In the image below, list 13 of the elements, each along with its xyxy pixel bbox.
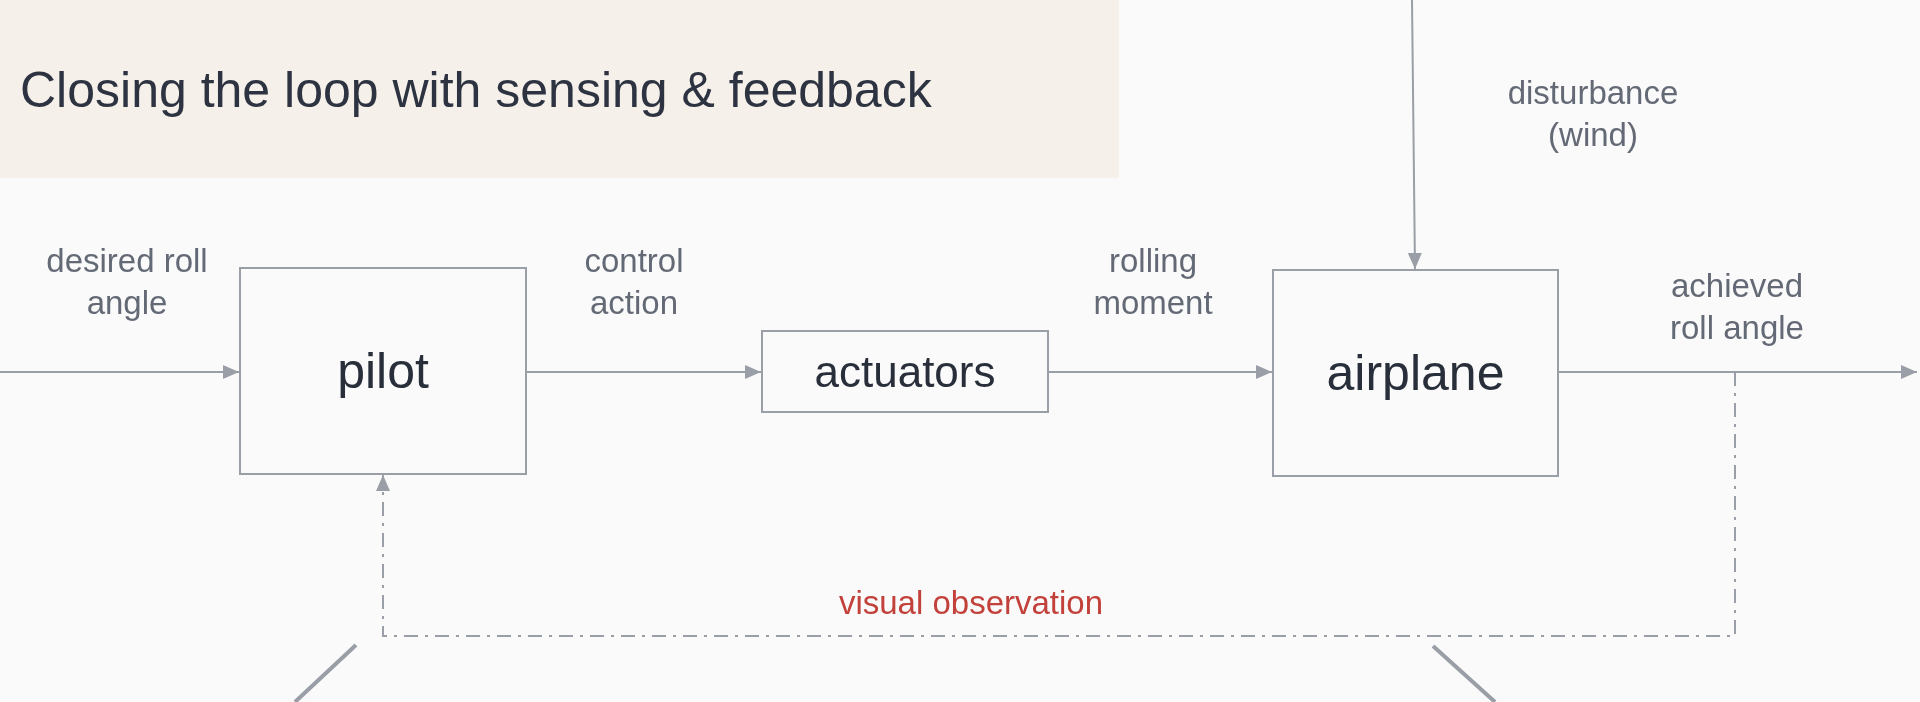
title: Closing the loop with sensing & feedback bbox=[20, 61, 932, 120]
dash-dot-arrow bbox=[376, 371, 1736, 637]
block-box bbox=[239, 267, 527, 475]
arrow bbox=[0, 365, 240, 379]
block-box bbox=[761, 330, 1049, 413]
block-label: actuators bbox=[814, 349, 996, 394]
arrow bbox=[1558, 365, 1918, 379]
arrow bbox=[526, 365, 762, 379]
arrow bbox=[1407, 0, 1422, 270]
arrow bbox=[1048, 365, 1273, 379]
block-label: pilot bbox=[337, 346, 429, 396]
block-label: airplane bbox=[1326, 348, 1505, 398]
block-box bbox=[1272, 269, 1559, 477]
